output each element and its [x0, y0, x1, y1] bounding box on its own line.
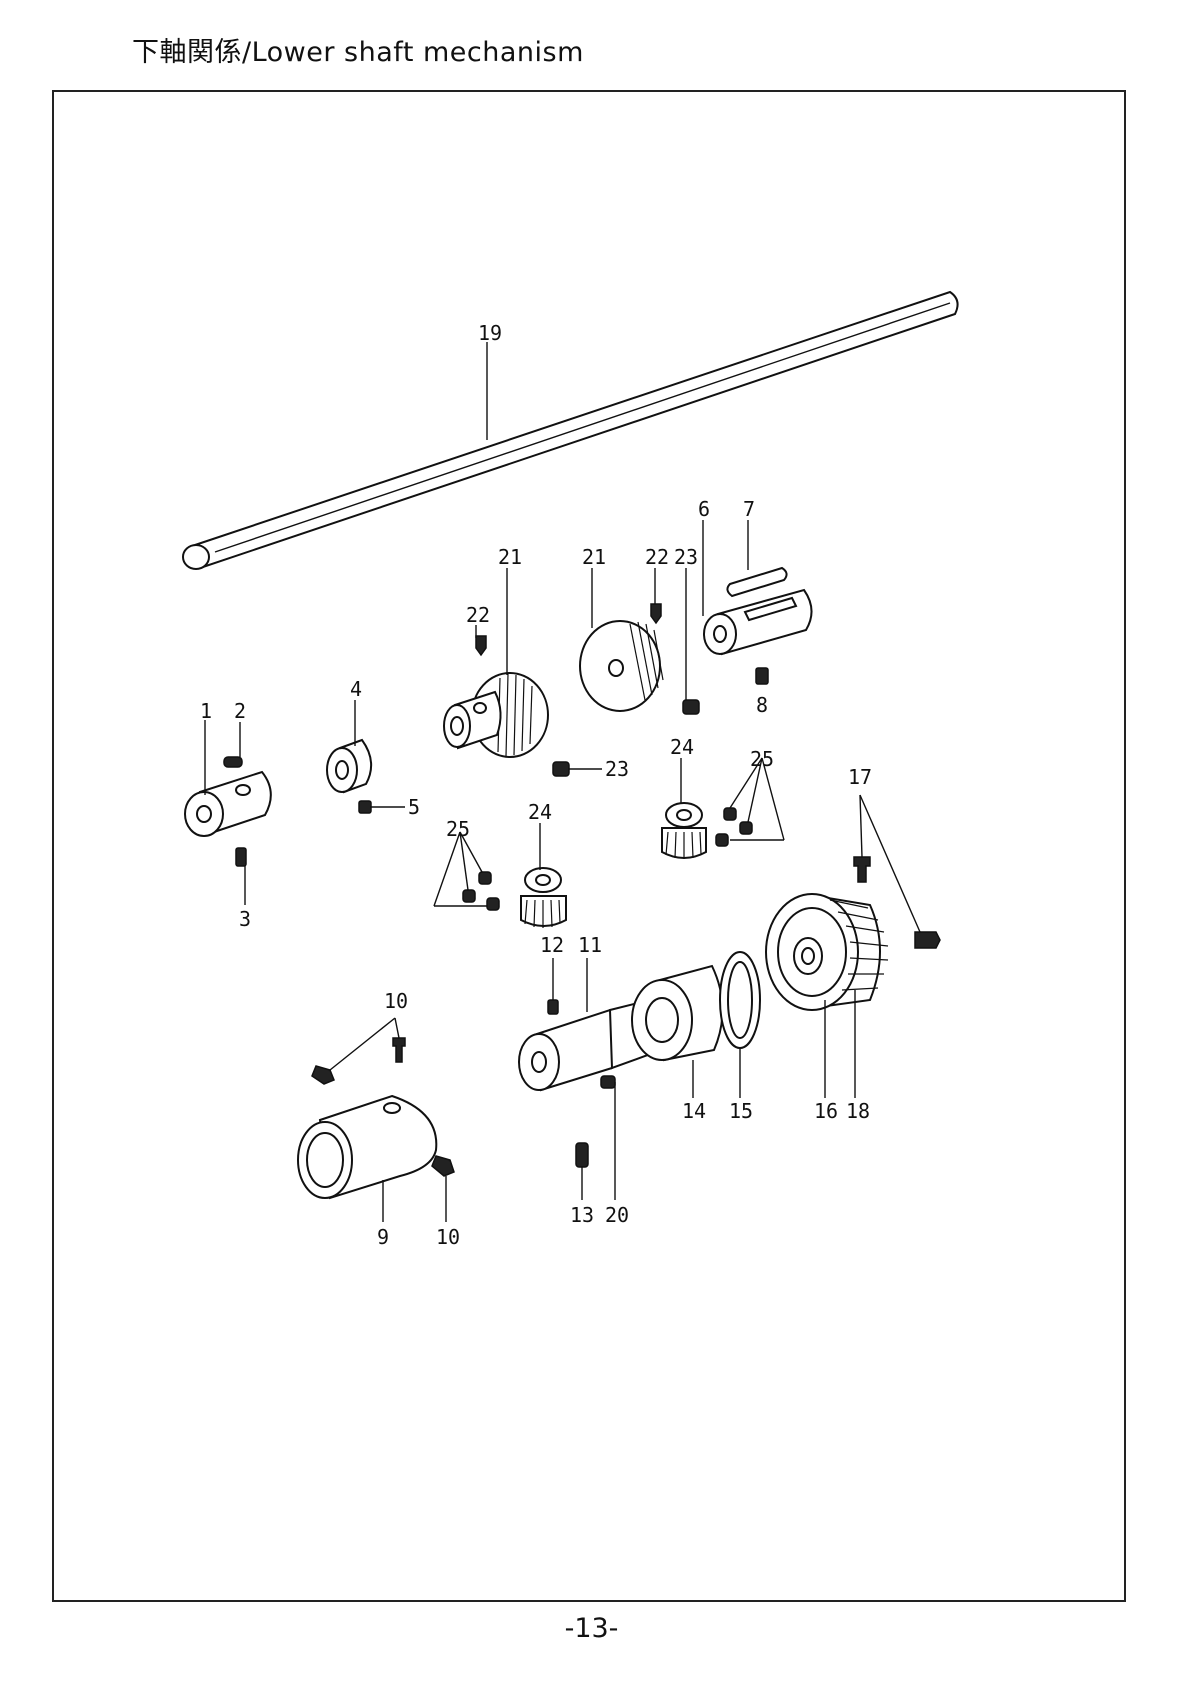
collar-part: [185, 772, 271, 836]
callout-23: 23: [674, 545, 698, 569]
callout-17: 17: [848, 765, 872, 789]
set-screw-part: [724, 808, 736, 820]
callout-10: 10: [436, 1225, 460, 1249]
callout-2: 2: [234, 699, 246, 723]
screw-part: [854, 857, 870, 882]
callout-5: 5: [408, 795, 420, 819]
set-screw-part: [716, 834, 728, 846]
callout-6: 6: [698, 497, 710, 521]
eccentric-sleeve-part: [298, 1096, 436, 1198]
callout-20: 20: [605, 1203, 629, 1227]
gear-part: [444, 673, 548, 757]
screw-part: [476, 636, 486, 655]
callout-22: 22: [645, 545, 669, 569]
set-screw-part: [236, 848, 246, 866]
sleeve-part: [704, 590, 812, 654]
set-screw-part: [601, 1076, 615, 1088]
set-screw-part: [463, 890, 475, 902]
callout-12: 12: [540, 933, 564, 957]
callout-15: 15: [729, 1099, 753, 1123]
callout-25: 25: [750, 747, 774, 771]
callout-24: 24: [528, 800, 552, 824]
screw-part: [393, 1038, 405, 1062]
gear-part: [521, 868, 566, 928]
page-number: -13-: [0, 1613, 1183, 1644]
ring-part: [728, 962, 752, 1038]
bearing-part: [632, 966, 723, 1060]
gear-part: [580, 621, 663, 711]
pulley-part: [766, 894, 888, 1010]
callout-7: 7: [743, 497, 755, 521]
callout-9: 9: [377, 1225, 389, 1249]
callout-16: 16: [814, 1099, 838, 1123]
callout-25: 25: [446, 817, 470, 841]
set-screw-part: [487, 898, 499, 910]
set-screw-part: [359, 801, 371, 813]
callout-21: 21: [498, 545, 522, 569]
callout-10: 10: [384, 989, 408, 1013]
callout-14: 14: [682, 1099, 706, 1123]
callout-22: 22: [466, 603, 490, 627]
callout-4: 4: [350, 677, 362, 701]
callout-11: 11: [578, 933, 602, 957]
set-screw-part: [740, 822, 752, 834]
set-screw-part: [576, 1143, 588, 1167]
gear-part: [662, 803, 706, 859]
callout-1: 1: [200, 699, 212, 723]
set-screw-part: [756, 668, 768, 684]
bushing-part: [327, 740, 371, 792]
set-screw-part: [553, 762, 569, 776]
callout-19: 19: [478, 321, 502, 345]
set-screw-part: [548, 1000, 558, 1014]
callout-8: 8: [756, 693, 768, 717]
callout-21: 21: [582, 545, 606, 569]
key-part: [727, 568, 786, 596]
set-screw-part: [479, 872, 491, 884]
callout-3: 3: [239, 907, 251, 931]
callout-23: 23: [605, 757, 629, 781]
callout-18: 18: [846, 1099, 870, 1123]
leader-lines: [205, 342, 920, 1222]
screw-part: [224, 757, 242, 767]
lower-shaft-part: [183, 292, 958, 569]
set-screw-part: [683, 700, 699, 714]
callout-24: 24: [670, 735, 694, 759]
screw-part: [651, 604, 661, 623]
screw-part: [915, 932, 940, 948]
screw-part: [432, 1156, 454, 1176]
callout-13: 13: [570, 1203, 594, 1227]
